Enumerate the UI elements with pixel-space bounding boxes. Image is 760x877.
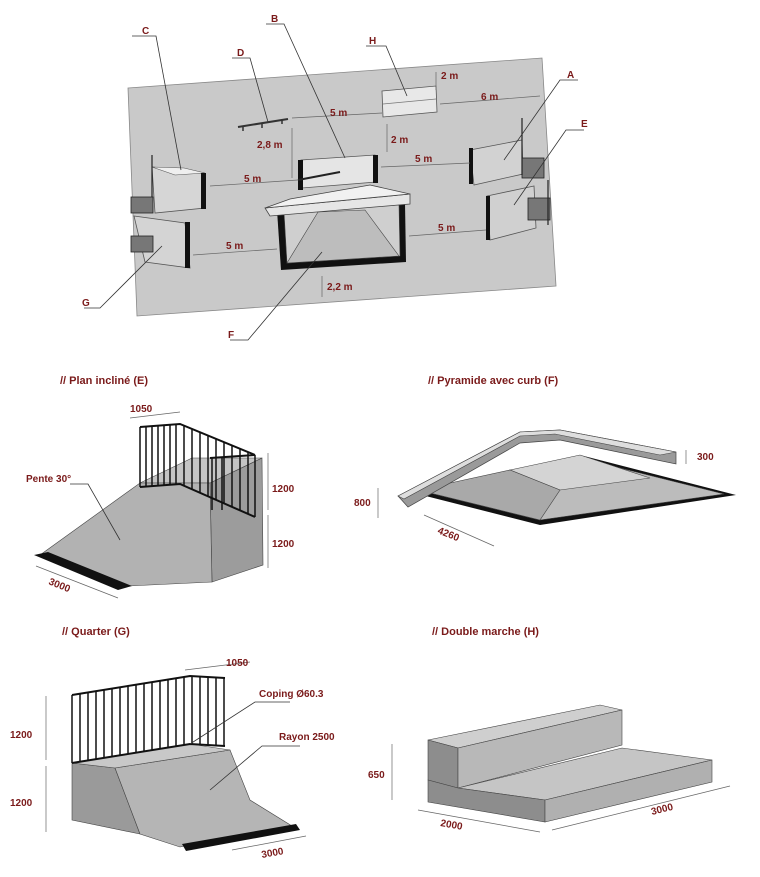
g-radius: Rayon 2500: [279, 732, 335, 743]
dist-g-f: 5 m: [226, 241, 243, 252]
letter-b: B: [271, 14, 278, 25]
dist-c-b: 5 m: [244, 174, 261, 185]
title-e: // Plan incliné (E): [60, 375, 148, 387]
letter-g: G: [82, 298, 90, 309]
title-f: // Pyramide avec curb (F): [428, 375, 559, 387]
dist-b-a: 5 m: [415, 154, 432, 165]
g-width: 1050: [226, 658, 249, 669]
e-height-top: 1200: [272, 484, 295, 495]
dist-f-bottom: 2,2 m: [327, 282, 353, 293]
dist-h-right: 6 m: [481, 92, 498, 103]
h-width: 2000: [439, 818, 463, 833]
module-c-quarter: [151, 155, 206, 214]
plan-leader-lines: [84, 23, 584, 341]
letter-h: H: [369, 36, 376, 47]
module-h-double-step: [381, 85, 438, 118]
e-width: 1050: [130, 404, 153, 415]
module-g-quarter: [130, 196, 191, 269]
e-length: 3000: [47, 577, 72, 596]
railing-e: [139, 422, 256, 518]
letter-a: A: [567, 70, 574, 81]
dist-f-e: 5 m: [438, 223, 455, 234]
plan-dimension-lines: [192, 72, 541, 297]
dist-d-b: 5 m: [330, 108, 347, 119]
dist-h-b: 2 m: [391, 135, 408, 146]
f-curb: 300: [697, 452, 714, 463]
module-b-box: [297, 154, 378, 190]
plan-letters: C B D H A E G F: [82, 14, 588, 341]
module-f-pyramid: [264, 184, 411, 270]
letter-c: C: [142, 26, 149, 37]
e-height-bottom: 1200: [272, 539, 295, 550]
g-height-bottom: 1200: [10, 798, 33, 809]
f-length: 4260: [436, 526, 461, 545]
dist-d-vertical: 2,8 m: [257, 140, 283, 151]
g-coping: Coping Ø60.3: [259, 689, 324, 700]
f-height: 800: [354, 498, 371, 509]
park-plan: C B D H A E G F 2 m 6 m 5 m 2 m 2,8 m 5 …: [82, 14, 588, 341]
module-d-rail: [237, 118, 289, 131]
letter-f: F: [228, 330, 234, 341]
module-e-incline: [486, 180, 551, 241]
detail-f-pyramid: // Pyramide avec curb (F) 300 800 4260: [354, 375, 736, 547]
title-h: // Double marche (H): [432, 626, 539, 638]
e-slope: Pente 30°: [26, 474, 71, 485]
detail-h-double-step: // Double marche (H) 650 2000 3000: [368, 626, 731, 833]
g-length: 3000: [261, 846, 285, 861]
letter-e: E: [581, 119, 588, 130]
title-g: // Quarter (G): [62, 626, 130, 638]
h-length: 3000: [650, 802, 675, 818]
letter-d: D: [237, 48, 244, 59]
railing-g: [71, 674, 226, 764]
plan-distances: 2 m 6 m 5 m 2 m 2,8 m 5 m 5 m 5 m 5 m 2,…: [226, 71, 498, 293]
dist-h-top: 2 m: [441, 71, 458, 82]
g-height-top: 1200: [10, 730, 33, 741]
detail-g-quarter: // Quarter (G): [10, 626, 335, 861]
h-height: 650: [368, 770, 385, 781]
detail-e-incline: // Plan incliné (E): [26, 375, 295, 599]
